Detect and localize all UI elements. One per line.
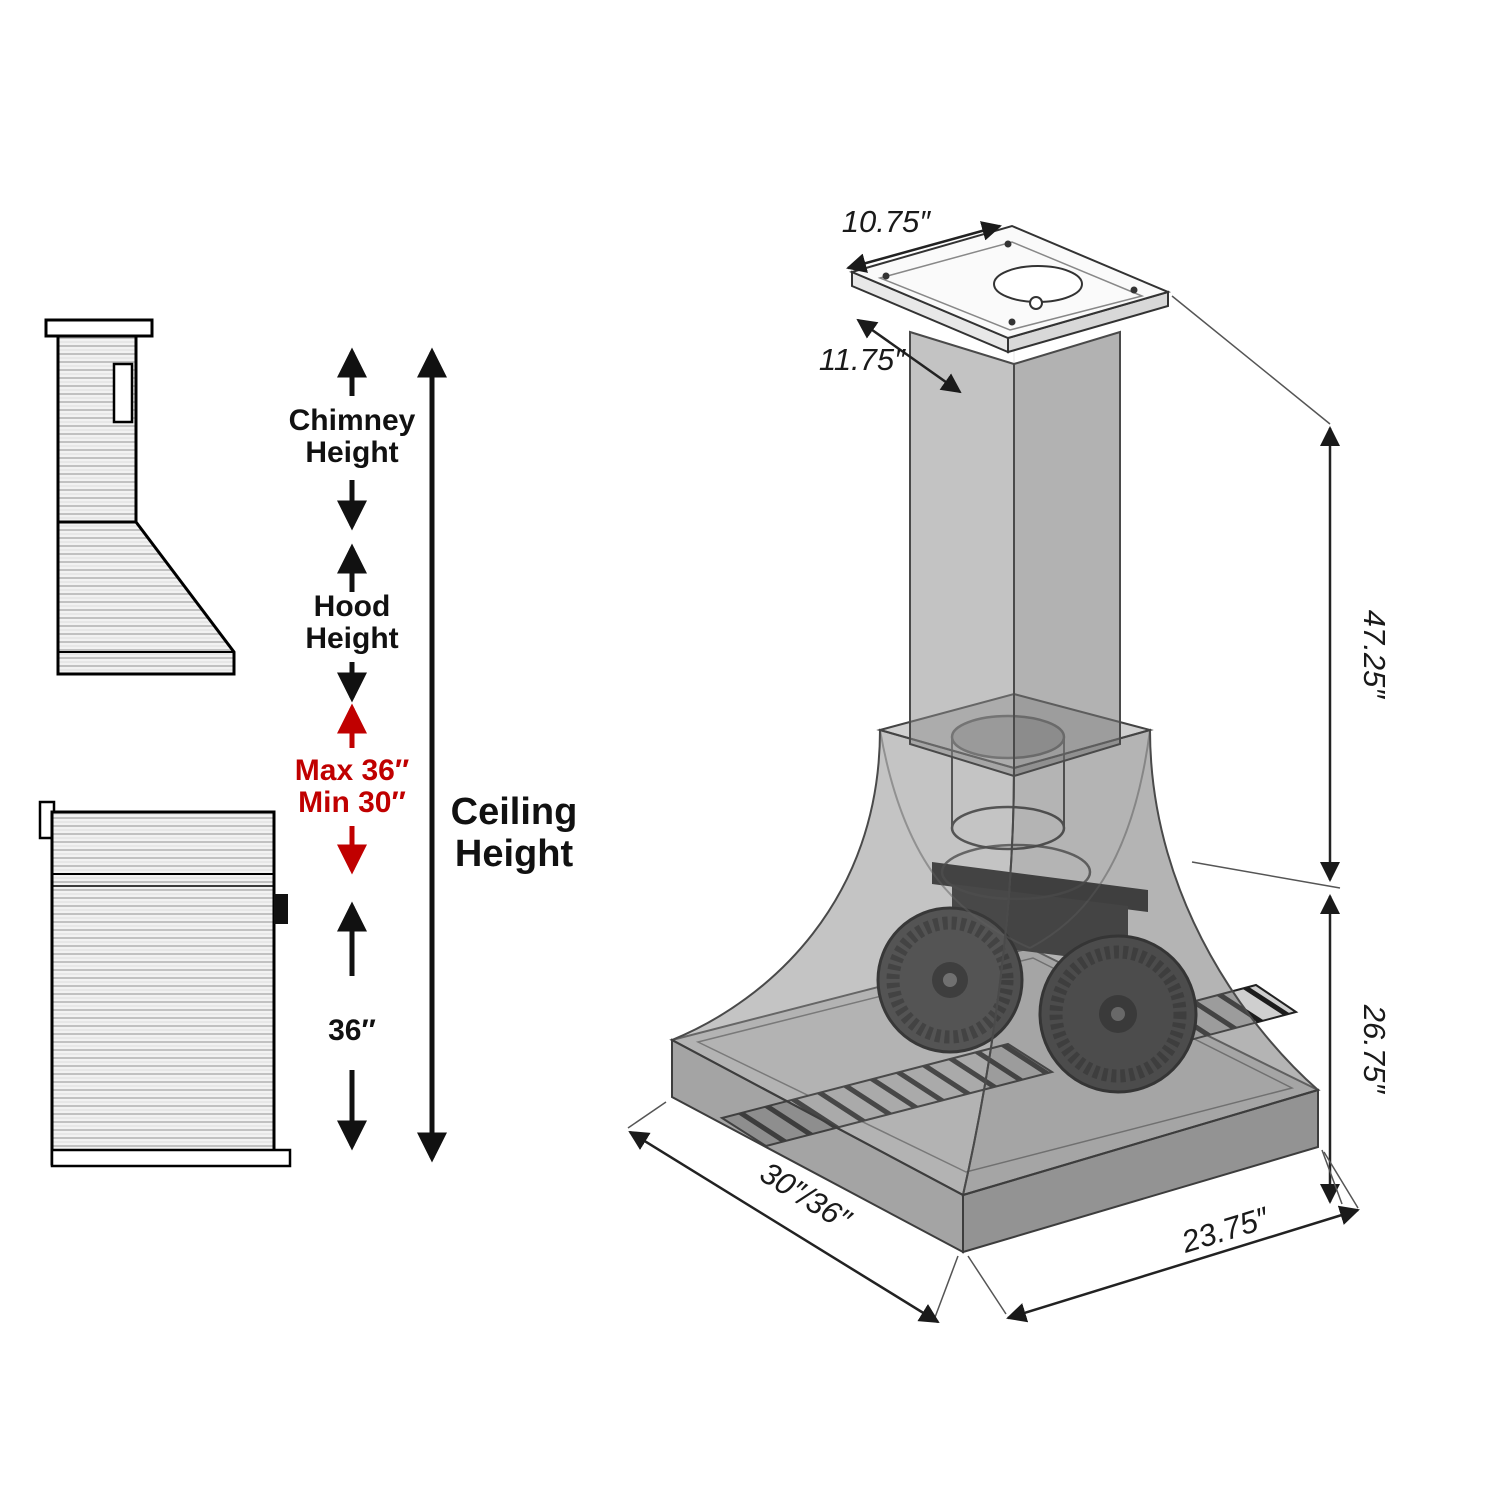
dim-range-to-hood: 36″ <box>328 901 376 1151</box>
dim-line <box>846 221 1002 273</box>
label-range-to-hood: 36″ <box>328 1014 376 1047</box>
dim-ceiling-height: Ceiling Height <box>417 347 578 1163</box>
label-chimney-height-line2: Height <box>305 436 398 469</box>
extension-line <box>1171 295 1331 425</box>
label-clearance-max: Max 36″ <box>295 754 409 787</box>
label-chimney-top-width: 10.75″ <box>842 204 932 239</box>
extension-line <box>967 1255 1007 1315</box>
label-chimney-top-depth: 11.75″ <box>819 342 906 377</box>
dim-line <box>628 1130 940 1324</box>
iso-view-hood: 10.75″ 11.75″ 47.25″ 26.75″ <box>627 204 1392 1324</box>
label-clearance-min: Min 30″ <box>298 786 406 819</box>
dim-chimney-top-width: 10.75″ <box>842 204 1002 273</box>
dim-clearance: Max 36″ Min 30″ <box>295 703 409 875</box>
label-ceiling-height-line2: Height <box>455 833 574 875</box>
under-cabinet-base-strip <box>50 1148 292 1168</box>
chimney-face-right <box>1013 330 1121 778</box>
screw-hole <box>1130 286 1138 294</box>
dim-line <box>1006 1205 1360 1323</box>
extension-line <box>1323 1151 1359 1209</box>
under-cabinet-knob <box>274 894 288 924</box>
dim-hood-height: Hood Height <box>305 543 399 703</box>
duct-knockout-notch <box>1029 296 1043 310</box>
extension-line <box>1191 861 1341 889</box>
wall-hood-chimney-cap <box>44 318 154 338</box>
dim-chimney-height: Chimney Height <box>289 347 416 531</box>
label-chimney-height-line1: Chimney <box>289 404 416 437</box>
bell-back-edge-left <box>879 729 1031 949</box>
extension-line <box>1321 1149 1343 1205</box>
label-hood-section-height: 26.75″ <box>1357 1004 1392 1095</box>
label-chimney-section-height: 47.25″ <box>1357 610 1392 700</box>
label-ceiling-height-line1: Ceiling <box>451 791 578 833</box>
dim-hood-section-height: 26.75″ <box>1320 894 1392 1205</box>
label-hood-height-line2: Height <box>305 622 398 655</box>
under-cabinet-body <box>50 810 276 1166</box>
wall-hood-canopy <box>56 520 236 676</box>
wall-hood-bracket <box>112 362 134 424</box>
extension-line <box>627 1101 667 1129</box>
dim-line <box>856 318 962 394</box>
side-view-under-cabinet-hood <box>38 800 292 1168</box>
extension-line <box>933 1255 959 1321</box>
side-view-wall-hood <box>44 318 236 676</box>
screw-hole <box>1004 240 1012 248</box>
screw-hole <box>882 272 890 280</box>
screw-hole <box>1008 318 1016 326</box>
dim-chimney-top-depth: 11.75″ <box>819 318 962 394</box>
dim-chimney-section-height: 47.25″ <box>1171 295 1392 889</box>
label-hood-height-line1: Hood <box>314 590 391 623</box>
chimney-face-left <box>909 330 1015 778</box>
